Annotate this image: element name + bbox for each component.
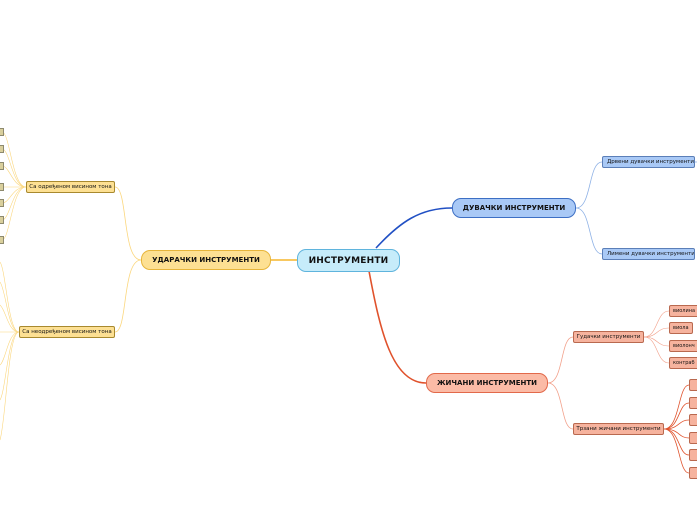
leaf-stub[interactable]	[0, 183, 4, 191]
leaf-stub[interactable]	[0, 128, 4, 136]
connector-string	[368, 270, 427, 384]
leaf-double-bass[interactable]: контраб	[669, 357, 697, 369]
leaf-plucked-3[interactable]	[689, 414, 697, 426]
leaf-plucked-4[interactable]	[689, 432, 697, 444]
branch-string-label: ЖИЧАНИ ИНСТРУМЕНТИ	[436, 379, 538, 387]
branch-string[interactable]: ЖИЧАНИ ИНСТРУМЕНТИ	[426, 373, 548, 393]
sub-plucked-label: Трзани жичани инструменти	[576, 426, 661, 432]
leaf-viola[interactable]: виола	[669, 322, 693, 334]
sub-bowed[interactable]: Гудачки инструменти	[573, 331, 644, 343]
central-topic-label: ИНСТРУМЕНТИ	[308, 255, 389, 266]
sub-brass[interactable]: Лимени дувачки инструменти	[602, 248, 695, 260]
leaf-stub[interactable]	[0, 236, 4, 244]
sub-definite-pitch-label: Са одређеном висином тона	[29, 184, 112, 190]
leaf-plucked-2[interactable]	[689, 397, 697, 409]
leaf-violin-label: виолина	[673, 308, 696, 314]
sub-brass-label: Лимени дувачки инструменти	[607, 251, 695, 257]
sub-woodwind[interactable]: Дрвени дувачки инструменти	[602, 156, 695, 168]
sub-plucked[interactable]: Трзани жичани инструменти	[573, 423, 664, 435]
leaf-viola-label: виола	[673, 325, 689, 331]
sub-indefinite-pitch-label: Са неодређеном висином тона	[22, 329, 112, 335]
leaf-plucked-1[interactable]	[689, 379, 697, 391]
branch-wind-label: ДУВАЧКИ ИНСТРУМЕНТИ	[462, 204, 566, 212]
leaf-stub[interactable]	[0, 162, 4, 170]
leaf-stub[interactable]	[0, 145, 4, 153]
leaf-violin[interactable]: виолина	[669, 305, 697, 317]
sub-definite-pitch[interactable]: Са одређеном висином тона	[26, 181, 115, 193]
branch-wind[interactable]: ДУВАЧКИ ИНСТРУМЕНТИ	[452, 198, 576, 218]
leaf-plucked-5[interactable]	[689, 449, 697, 461]
leaf-cello[interactable]: виолонч	[669, 340, 697, 352]
leaf-stub[interactable]	[0, 199, 4, 207]
connector-wind	[375, 207, 453, 249]
sub-woodwind-label: Дрвени дувачки инструменти	[607, 159, 694, 165]
leaf-cello-label: виолонч	[673, 343, 695, 349]
leaf-double-bass-label: контраб	[673, 360, 695, 366]
sub-indefinite-pitch[interactable]: Са неодређеном висином тона	[19, 326, 115, 338]
branch-percussion-label: УДАРАЧКИ ИНСТРУМЕНТИ	[152, 256, 260, 264]
central-topic[interactable]: ИНСТРУМЕНТИ	[297, 249, 400, 272]
branch-percussion[interactable]: УДАРАЧКИ ИНСТРУМЕНТИ	[141, 250, 271, 270]
leaf-plucked-6[interactable]	[689, 467, 697, 479]
leaf-stub[interactable]	[0, 216, 4, 224]
sub-bowed-label: Гудачки инструменти	[576, 334, 641, 340]
